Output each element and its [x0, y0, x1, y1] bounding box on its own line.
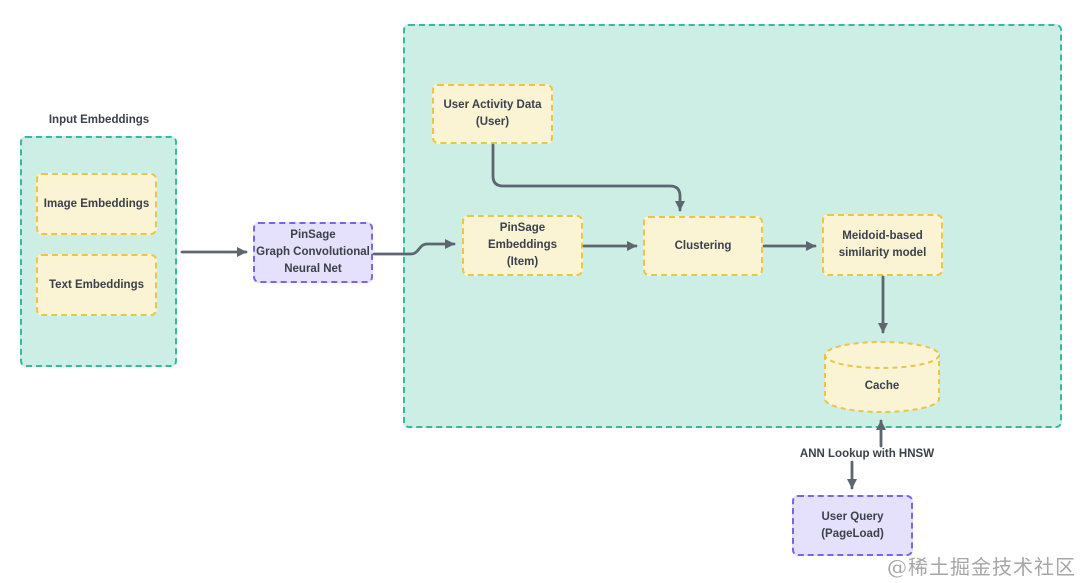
node-medoid-similarity-model: Meidoid-based similarity model — [822, 214, 943, 276]
node-label-line: Neural Net — [284, 262, 342, 275]
node-cache-cylinder: Cache — [823, 340, 941, 416]
node-label-line: similarity model — [838, 247, 927, 259]
node-label-line: User Query — [821, 510, 884, 523]
node-label-line: User Activity Data — [443, 99, 542, 112]
node-pinsage-gcn: PinSage Graph Convolutional Neural Net — [253, 222, 373, 283]
input-embeddings-title: Input Embeddings — [48, 114, 150, 126]
ann-lookup-label: ANN Lookup with HNSW — [799, 448, 935, 460]
node-pinsage-embeddings: PinSage Embeddings (Item) — [462, 215, 583, 276]
node-label-line: Graph Convolutional — [256, 246, 370, 259]
node-label-line: PinSage Embeddings — [487, 222, 557, 252]
node-label-line: (Item) — [506, 255, 539, 268]
input-embeddings-container — [20, 136, 177, 367]
node-user-query: User Query (PageLoad) — [792, 495, 913, 556]
node-label-line: PinSage — [290, 229, 336, 242]
node-label: Cache — [864, 380, 900, 392]
node-label: Image Embeddings — [43, 197, 150, 210]
node-label-line: (User) — [475, 116, 510, 128]
watermark-text: @稀土掘金技术社区 — [887, 555, 1076, 579]
node-user-activity-data: User Activity Data (User) — [432, 84, 553, 144]
node-image-embeddings: Image Embeddings — [36, 173, 157, 235]
node-label-line: (PageLoad) — [821, 527, 884, 540]
node-text-embeddings: Text Embeddings — [36, 254, 157, 316]
database-cylinder-icon — [824, 341, 940, 413]
node-label-line: Meidoid-based — [842, 230, 923, 243]
node-label: Clustering — [674, 239, 732, 252]
node-label: Text Embeddings — [49, 278, 144, 291]
node-clustering: Clustering — [643, 216, 763, 276]
